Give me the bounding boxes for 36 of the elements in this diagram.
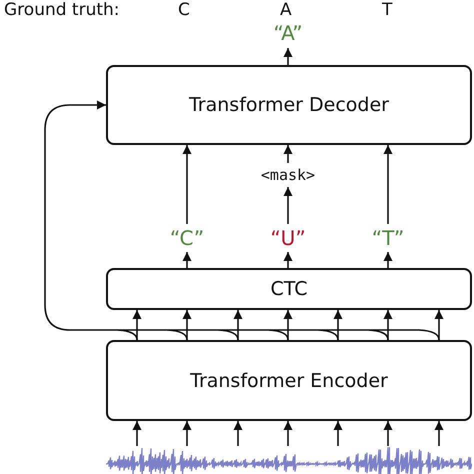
arrow bbox=[384, 145, 392, 224]
arrow bbox=[182, 252, 192, 268]
output-token: “C” bbox=[157, 224, 217, 252]
arrow bbox=[284, 48, 292, 65]
arrow bbox=[384, 310, 392, 340]
arrow bbox=[384, 252, 392, 268]
output-token: “U” bbox=[258, 224, 318, 252]
output-token: “T” bbox=[358, 224, 418, 252]
arrow bbox=[384, 421, 392, 446]
arrow bbox=[132, 310, 142, 340]
process-box: CTC bbox=[106, 268, 472, 310]
arrow bbox=[284, 145, 292, 163]
ground-truth-letter: A bbox=[280, 0, 292, 20]
arrow bbox=[334, 421, 342, 446]
mask-token: <mask> bbox=[243, 163, 333, 187]
arrow bbox=[284, 187, 292, 224]
arrow bbox=[234, 421, 242, 446]
output-token: “A” bbox=[258, 18, 318, 48]
ground-truth-letter: T bbox=[382, 0, 392, 20]
arrow bbox=[434, 310, 444, 340]
process-box: Transformer Encoder bbox=[106, 340, 472, 421]
arrow bbox=[234, 310, 242, 340]
arrow bbox=[284, 421, 292, 446]
arrow bbox=[132, 421, 142, 446]
arrow bbox=[182, 310, 192, 340]
arrow bbox=[434, 421, 444, 446]
process-box: Transformer Decoder bbox=[106, 65, 472, 145]
row-label: Ground truth: bbox=[4, 0, 120, 20]
arrow bbox=[182, 421, 192, 446]
arrow bbox=[284, 310, 292, 340]
ground-truth-letter: C bbox=[178, 0, 190, 20]
waveform-drawing bbox=[106, 446, 472, 474]
arrow bbox=[334, 310, 342, 340]
arrow bbox=[182, 145, 192, 224]
arrow bbox=[44, 100, 440, 341]
arrow bbox=[284, 252, 292, 268]
